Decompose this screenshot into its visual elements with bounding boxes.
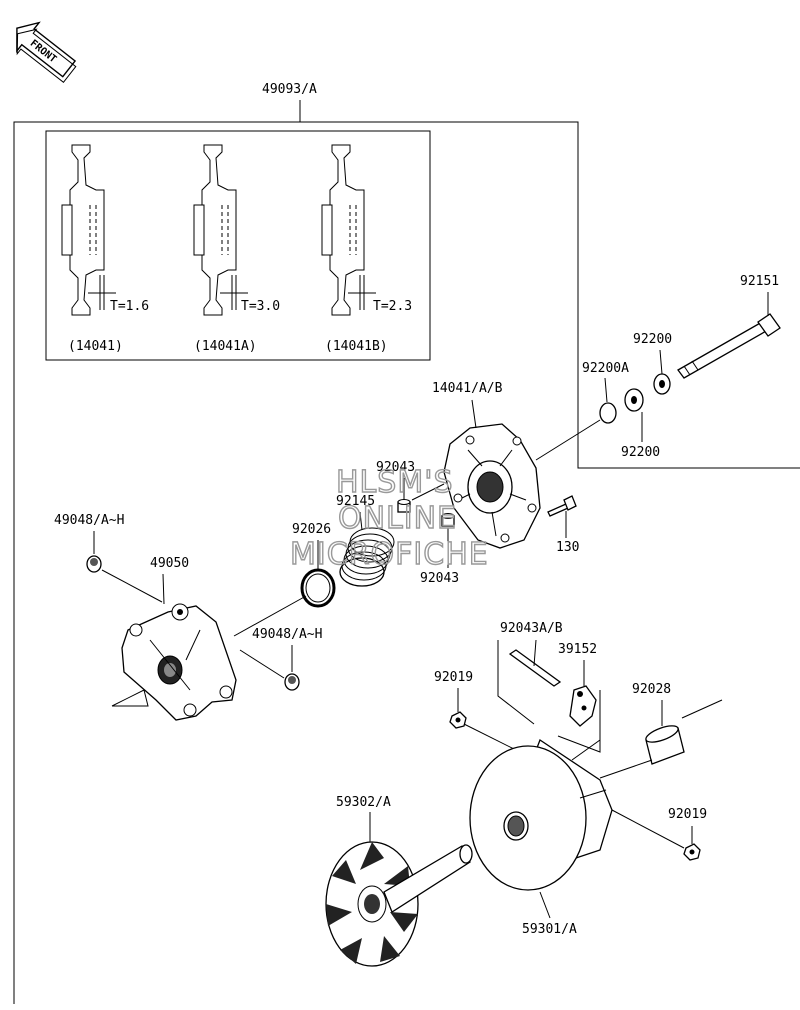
pin-92043ab: 92043A/B	[500, 621, 563, 687]
bushing-92043-upper: 92043	[376, 460, 415, 513]
spider-cover-14041: 14041/A/B	[432, 381, 541, 549]
label-92043-upper: 92043	[376, 460, 415, 475]
thickness-1: T=1.6	[110, 299, 149, 314]
label-92200-upper: 92200	[633, 332, 672, 347]
nut-92019-left: 92019	[434, 670, 473, 729]
label-92151: 92151	[740, 274, 779, 289]
label-130: 130	[556, 540, 579, 555]
cap-49048-lower: 49048/A~H	[252, 627, 322, 691]
label-39152: 39152	[558, 642, 597, 657]
label-92019-left: 92019	[434, 670, 473, 685]
label-92019-right: 92019	[668, 807, 707, 822]
label-59302: 59302/A	[336, 795, 391, 810]
fixed-sheave-59301: 59301/A	[469, 739, 613, 937]
assembly-bracket: 49093/A	[13, 82, 800, 1004]
label-49048-upper: 49048/A~H	[54, 513, 124, 528]
moveable-sheave-59302: 59302/A	[325, 795, 473, 967]
thickness-inset: T=1.6 (14041) T=3.0 (14041A) T=2.3 (1404…	[45, 130, 431, 361]
washer-92200a: 92200A	[582, 361, 629, 424]
label-92043-lower: 92043	[420, 571, 459, 586]
collar-92028: 92028	[632, 682, 685, 765]
label-92200-lower: 92200	[621, 445, 660, 460]
bolt-130: 130	[547, 495, 579, 555]
spring-92145: 92145	[336, 494, 395, 587]
label-92028: 92028	[632, 682, 671, 697]
spider-49050: 49050	[121, 556, 237, 721]
nut-92019-right: 92019	[668, 807, 707, 861]
snap-ring-92026: 92026	[292, 522, 336, 608]
cover-profile-14041	[61, 144, 116, 316]
watermark-line-2: ONLINE	[338, 501, 457, 536]
label-92200a: 92200A	[582, 361, 629, 376]
watermark-line-1: HLSM'S	[336, 465, 454, 500]
front-arrow-icon: FRONT	[16, 21, 77, 84]
inset-part-1: (14041)	[68, 339, 123, 354]
label-59301: 59301/A	[522, 922, 577, 937]
label-14041: 14041/A/B	[432, 381, 503, 396]
label-92145: 92145	[336, 494, 375, 509]
cap-49048-upper: 49048/A~H	[54, 513, 124, 573]
label-92026: 92026	[292, 522, 331, 537]
washer-92200-lower: 92200	[621, 388, 660, 460]
label-92043ab: 92043A/B	[500, 621, 563, 636]
label-49050: 49050	[150, 556, 189, 571]
washer-92200-upper: 92200	[633, 332, 672, 395]
inset-part-2: (14041A)	[194, 339, 257, 354]
inset-part-3: (14041B)	[325, 339, 388, 354]
cover-profile-14041a	[193, 144, 248, 316]
thickness-3: T=2.3	[373, 299, 412, 314]
label-49048-lower: 49048/A~H	[252, 627, 322, 642]
cover-profile-14041b	[321, 144, 376, 316]
long-bolt-92151: 92151	[677, 274, 781, 379]
bushing-92043-lower: 92043	[420, 513, 459, 586]
thickness-2: T=3.0	[241, 299, 280, 314]
label-49093: 49093/A	[262, 82, 317, 97]
watermark: HLSM'S ONLINE MICROFICHE	[289, 464, 489, 572]
weight-39152: 39152	[558, 642, 597, 727]
watermark-line-3: MICROFICHE	[290, 537, 489, 572]
